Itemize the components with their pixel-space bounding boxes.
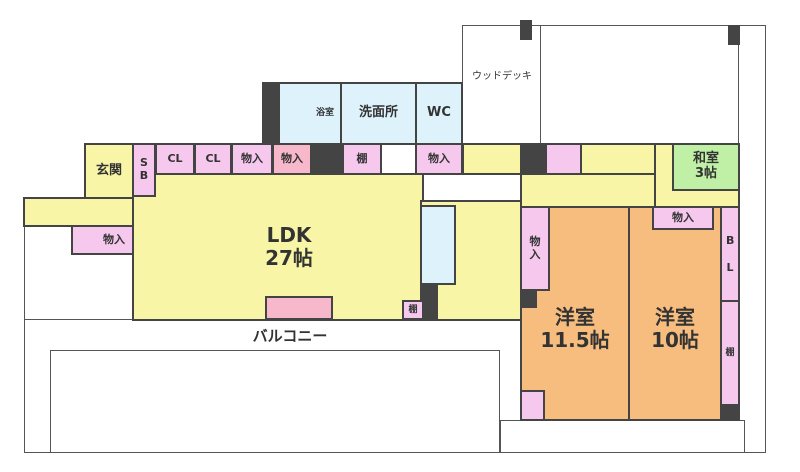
shelf-kitchen: 棚 bbox=[402, 300, 424, 320]
closet-label: 物入 bbox=[529, 234, 541, 261]
wc-label: WC bbox=[427, 105, 451, 121]
western-room-1-size: 11.5帖 bbox=[540, 327, 610, 352]
japanese-room-name: 和室 bbox=[692, 151, 719, 167]
shelf-western: 棚 bbox=[720, 300, 740, 406]
shelf-label: 棚 bbox=[356, 151, 368, 165]
wood-deck-label: ウッドデッキ bbox=[472, 71, 532, 82]
wall bbox=[422, 285, 438, 319]
bathroom: 浴室 bbox=[278, 82, 342, 145]
shelf-1: 棚 bbox=[342, 143, 382, 175]
wall bbox=[262, 82, 280, 144]
shoe-box: S B bbox=[132, 143, 156, 197]
closet-western-2: 物入 bbox=[652, 206, 714, 230]
balcony-right bbox=[500, 420, 745, 453]
wall bbox=[311, 143, 344, 175]
storage-small bbox=[545, 143, 582, 175]
wall bbox=[720, 405, 740, 421]
closet-western-1: 物入 bbox=[520, 206, 550, 291]
bed-linen-label: B L bbox=[726, 233, 735, 275]
closet-cl-2: CL bbox=[194, 143, 232, 175]
terrace bbox=[540, 25, 740, 145]
closet-2: 物入 bbox=[272, 143, 312, 175]
balcony-label: バルコニー bbox=[252, 327, 328, 346]
hall bbox=[462, 143, 522, 175]
closet-cl-1: CL bbox=[155, 143, 195, 175]
ldk-name: LDK bbox=[266, 223, 312, 247]
washroom: 洗面所 bbox=[340, 82, 417, 145]
ldk-lower-left bbox=[132, 195, 156, 321]
closet-1: 物入 bbox=[231, 143, 273, 175]
wall bbox=[520, 143, 547, 175]
ldk-size: 27帖 bbox=[265, 246, 313, 270]
shelf-label: 棚 bbox=[725, 347, 735, 358]
ldk-cabinet bbox=[265, 296, 333, 320]
terrace-side bbox=[738, 25, 766, 453]
closet-label: 物入 bbox=[281, 151, 303, 165]
balcony: バルコニー bbox=[200, 326, 380, 348]
wall bbox=[521, 290, 537, 308]
wc: WC bbox=[415, 82, 463, 145]
bathroom-label: 浴室 bbox=[315, 108, 334, 119]
western-room-2-size: 10帖 bbox=[651, 327, 699, 352]
closet-label: 物入 bbox=[103, 232, 125, 246]
hall-2 bbox=[580, 143, 656, 175]
bed-linen-closet: B L bbox=[720, 206, 740, 302]
closet-3: 物入 bbox=[415, 143, 463, 175]
corridor bbox=[520, 173, 656, 208]
storage-corner bbox=[520, 390, 545, 421]
shoe-box-label: S B bbox=[139, 156, 149, 182]
kitchen-counter bbox=[420, 205, 456, 285]
cl-label: CL bbox=[167, 151, 183, 165]
washroom-label: 洗面所 bbox=[358, 105, 398, 121]
japanese-room-size: 3帖 bbox=[694, 166, 718, 181]
western-room-1-name: 洋室 bbox=[555, 304, 595, 329]
closet-label: 物入 bbox=[428, 151, 450, 165]
dark-column bbox=[728, 25, 740, 45]
entrance-label: 玄関 bbox=[95, 162, 122, 178]
cl-label: CL bbox=[205, 151, 221, 165]
washroom-door[interactable] bbox=[380, 143, 417, 175]
wood-deck: ウッドデッキ bbox=[462, 25, 542, 145]
shelf-label: 棚 bbox=[408, 304, 418, 315]
closet-label: 物入 bbox=[241, 151, 263, 165]
closet-label: 物入 bbox=[672, 210, 694, 224]
entrance: 玄関 bbox=[84, 143, 134, 199]
balcony-inner bbox=[50, 350, 500, 453]
western-room-2-name: 洋室 bbox=[655, 304, 695, 329]
dark-column bbox=[520, 20, 532, 40]
